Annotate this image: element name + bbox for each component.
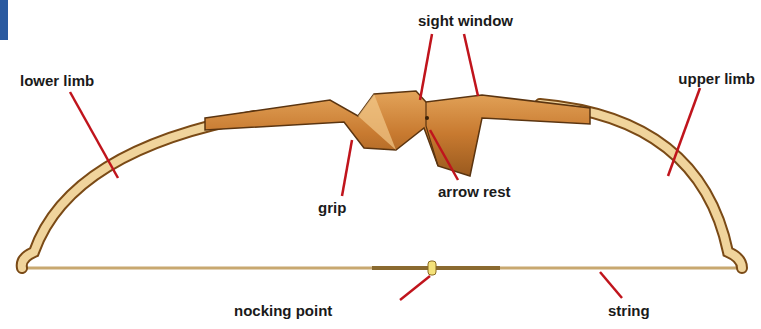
- part-label: arrow rest: [438, 183, 511, 201]
- part-label: grip: [318, 199, 346, 217]
- part-label: nocking point: [234, 302, 332, 320]
- part-label: string: [608, 302, 650, 320]
- callout-label: sight window: [418, 12, 513, 30]
- part-label: lower limb: [20, 72, 94, 90]
- part-label: upper limb: [678, 70, 755, 88]
